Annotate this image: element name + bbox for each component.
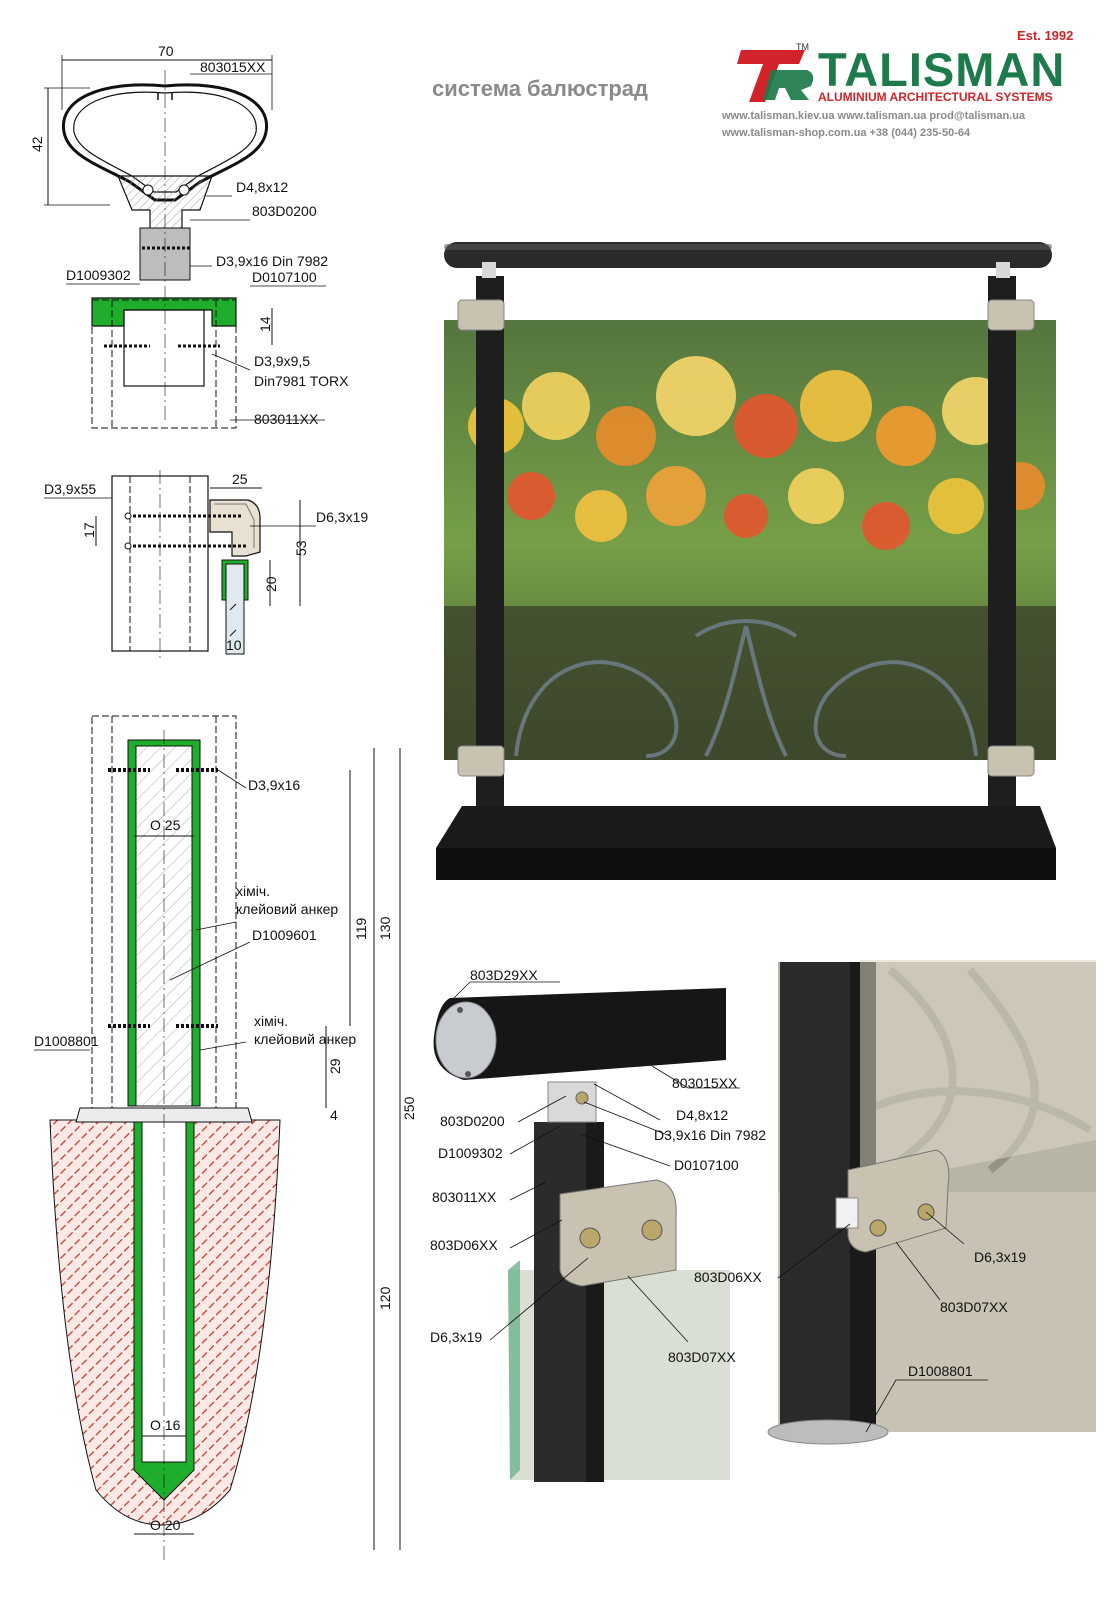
dim-70: 70: [158, 43, 174, 59]
handrail-section-drawing: 70 42 14 803015XX D4,8x12 803D0200 D3,9x…: [29, 43, 349, 429]
label-screw-d63-photo: D6,3x19: [430, 1329, 482, 1345]
label-screw-d63-19: D6,3x19: [316, 509, 368, 525]
label-screw-torx: Din7981 TORX: [254, 373, 349, 389]
label-flange: D1008801: [34, 1033, 99, 1049]
label-screw-d63-photo2: D6,3x19: [974, 1249, 1026, 1265]
brand-name: TALISMAN: [818, 43, 1066, 96]
established-year: Est. 1992: [1017, 28, 1074, 43]
label-cap-right-photo: D0107100: [674, 1157, 739, 1173]
dim-10: 10: [226, 637, 242, 653]
label-clamp-cover-photo2: 803D07XX: [940, 1299, 1008, 1315]
label-screw-d48: D4,8x12: [236, 179, 288, 195]
dim-o20: O 20: [150, 1517, 181, 1533]
clamp-section-drawing: 25 17 53 20 10 D3,9x55 D6,3x19: [44, 470, 368, 658]
brand-subtitle: ALUMINIUM ARCHITECTURAL SYSTEMS: [818, 90, 1053, 104]
dim-o16: O 16: [150, 1417, 181, 1433]
label-screw-d48-photo: D4,8x12: [676, 1107, 728, 1123]
post-anchor-drawing: O 25 O 16 O 20 119 130 29 4 250 120 D3,9…: [34, 715, 417, 1560]
dim-53: 53: [293, 540, 309, 556]
label-anchor2-b: клейовий анкер: [254, 1031, 356, 1047]
label-cap-left: D1009302: [66, 267, 131, 283]
contact-phone-line: www.talisman-shop.com.ua +38 (044) 235-5…: [722, 127, 971, 139]
label-anchor1-a: хіміч.: [236, 883, 270, 899]
label-screw-d39-16: D3,9x16 Din 7982: [216, 253, 328, 269]
talisman-logo-icon: [737, 50, 814, 102]
dim-20: 20: [263, 576, 279, 592]
label-flange-photo2: D1008801: [908, 1363, 973, 1379]
dim-120: 120: [377, 1286, 393, 1310]
label-anchor1-b: клейовий анкер: [236, 901, 338, 917]
label-handrail-photo: 803015XX: [672, 1075, 738, 1091]
label-clamp-base-photo: 803D06XX: [430, 1237, 498, 1253]
dim-119: 119: [353, 917, 369, 940]
label-clamp-cover-photo: 803D07XX: [668, 1349, 736, 1365]
dim-29: 29: [327, 1058, 343, 1074]
dim-14: 14: [257, 316, 273, 332]
system-title: система балюстрад: [432, 76, 648, 101]
label-cap-left-photo: D1009302: [438, 1145, 503, 1161]
label-adapter-photo: 803D0200: [440, 1113, 505, 1129]
dim-17: 17: [81, 522, 97, 538]
label-screw: D3,9x16: [248, 777, 300, 793]
dim-130: 130: [377, 916, 393, 940]
label-post: 803011XX: [254, 411, 319, 427]
label-rod: D1009601: [252, 927, 317, 943]
label-screw-d39-55: D3,9x55: [44, 481, 96, 497]
contact-web-line: www.talisman.kiev.ua www.talisman.ua pro…: [722, 110, 1026, 122]
handrail-detail-photo: 803D29XX 803015XX D4,8x12 803D0200 D3,9x…: [430, 967, 766, 1482]
dim-25: 25: [232, 471, 248, 487]
label-post-photo: 803011XX: [432, 1189, 497, 1205]
dim-4: 4: [330, 1107, 338, 1123]
dim-o25: O 25: [150, 817, 181, 833]
label-adapter: 803D0200: [252, 203, 317, 219]
label-cap-right: D0107100: [252, 269, 317, 285]
dim-250: 250: [401, 1096, 417, 1120]
label-handrail: 803015XX: [200, 59, 266, 75]
label-end-cap: 803D29XX: [470, 967, 538, 983]
label-screw-d39-95: D3,9x9,5: [254, 353, 310, 369]
trademark-mark: TM: [796, 42, 809, 52]
balustrade-photo: [436, 242, 1056, 880]
clamp-detail-photo: 803D06XX D6,3x19 803D07XX D1008801: [694, 960, 1096, 1445]
label-anchor2-a: хіміч.: [254, 1013, 288, 1029]
dim-42: 42: [29, 136, 45, 152]
label-clamp-base-photo2: 803D06XX: [694, 1269, 762, 1285]
label-screw-d39-photo: D3,9x16 Din 7982: [654, 1127, 766, 1143]
